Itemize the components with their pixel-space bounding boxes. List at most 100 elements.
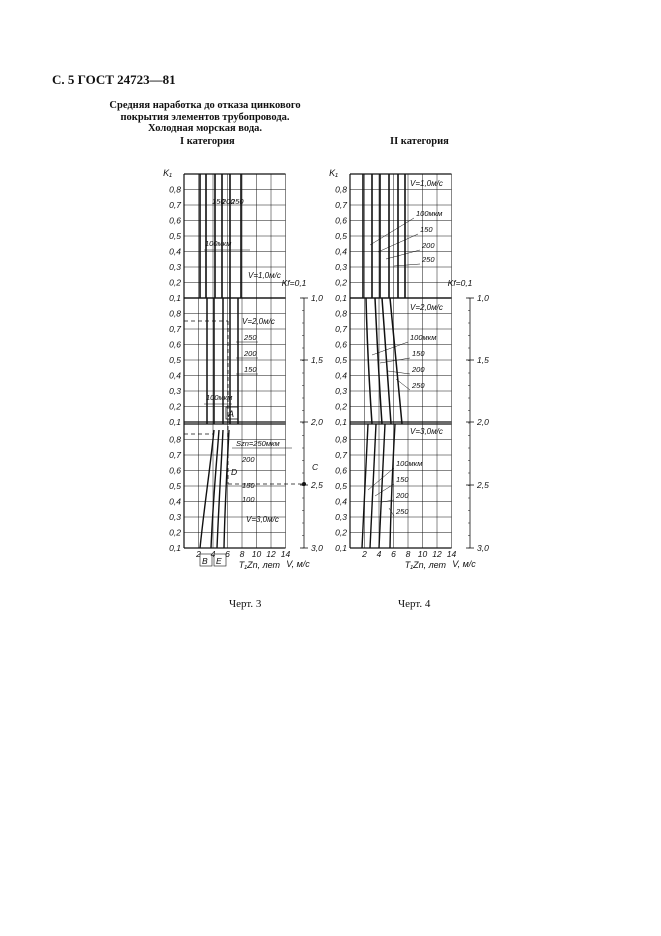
chart3-p2-curve-label: 150 (244, 365, 257, 374)
chart3-v-tick-label: 2,5 (310, 480, 323, 490)
chart4-k-tick-label: 0,5 (335, 355, 347, 365)
chart3-marker-e: E (216, 556, 222, 566)
chart4-p3-curve-label: 150 (396, 475, 409, 484)
chart4-k-tick-label: 0,1 (335, 293, 347, 303)
chart4-k-tick-label: 0,8 (335, 185, 347, 195)
chart4-v-tick-label: 3,0 (477, 543, 489, 553)
chart4-v-tick-label: 2,0 (476, 417, 489, 427)
chart3-p2-curve-label: 250 (243, 333, 257, 342)
chart3-k-tick-label: 0,5 (169, 231, 181, 241)
chart4-p2-label-leader (395, 378, 411, 391)
chart4-t-tick-label: 12 (432, 549, 442, 559)
chart4-k-tick-label: 0,8 (335, 309, 347, 319)
chart4-k-tick-label: 0,6 (335, 340, 347, 350)
chart3-k-tick-label: 0,1 (169, 543, 181, 553)
chart3-k-tick-label: 0,3 (169, 512, 181, 522)
chart4-t-tick-label: 8 (406, 549, 411, 559)
chart4-k-tick-label: 0,2 (335, 278, 347, 288)
chart4-k-tick-label: 0,8 (335, 435, 347, 445)
chart4-k-tick-label: 0,4 (335, 371, 347, 381)
chart4-k-tick-label: 0,1 (335, 417, 347, 427)
chart3-point-c (302, 482, 306, 486)
chart4-p1-curve-label: 200 (421, 241, 435, 250)
chart3-p1-curve-label: 250 (230, 197, 244, 206)
chart4-k-tick-label: 0,2 (335, 402, 347, 412)
chart3-k-tick-label: 0,6 (169, 216, 181, 226)
chart3-t-tick-label: 8 (240, 549, 245, 559)
chart3-k-tick-label: 0,6 (169, 340, 181, 350)
chart3-t-tick-label: 4 (211, 549, 216, 559)
chart4-v-axis-label: V, м/с (452, 559, 476, 569)
chart4-k-tick-label: 0,7 (335, 324, 347, 334)
chart3-v-tick-label: 1,5 (311, 355, 323, 365)
chart4-p1-curve-label: 150 (420, 225, 433, 234)
chart4-p1-label-leader (377, 233, 419, 253)
chart4-v-scale-title: Kf=0,1 (448, 278, 473, 288)
chart3-marker-a-box (225, 406, 239, 420)
chart3-t-tick-label: 6 (225, 549, 230, 559)
chart4-t-tick-label: 2 (361, 549, 367, 559)
chart4-p2-velocity: V=2,0м/с (410, 303, 443, 312)
chart3-t-tick-label: 2 (195, 549, 201, 559)
chart3-p3-curve-label: Szn=250мкм (236, 439, 280, 448)
chart4-t-tick-label: 10 (418, 549, 428, 559)
chart3-k-tick-label: 0,1 (169, 417, 181, 427)
chart4-k-tick-label: 0,6 (335, 216, 347, 226)
chart3-k-tick-label: 0,2 (169, 402, 181, 412)
chart3-k-tick-label: 0,8 (169, 435, 181, 445)
chart3-curve (216, 429, 224, 549)
chart4-curve (361, 423, 369, 549)
chart4-t-tick-label: 14 (447, 549, 457, 559)
caption-chart-4: Черт. 4 (398, 598, 431, 610)
chart3-k-tick-label: 0,7 (169, 324, 181, 334)
chart4-p2-curve-label: 200 (411, 365, 425, 374)
chart4-v-tick-label: 1,5 (477, 355, 489, 365)
title-line-3: Холодная морская вода. (147, 123, 263, 134)
chart4-curve (378, 423, 386, 549)
chart3-p1-curve-label: 200 (221, 197, 235, 206)
chart3-k-tick-label: 0,8 (169, 185, 181, 195)
chart3-k-tick-label: 0,4 (169, 371, 181, 381)
chart3-v-tick-label: 1,0 (311, 293, 323, 303)
chart3-marker-b: B (202, 556, 208, 566)
chart4-p2-curve-label: 250 (411, 381, 425, 390)
chart4-k-tick-label: 0,4 (335, 247, 347, 257)
chart3-p3-curve-label: 200 (241, 455, 255, 464)
chart3-k-tick-label: 0,7 (169, 200, 181, 210)
chart3-p3-curve-label: 150 (242, 481, 255, 490)
chart3-k-tick-label: 0,1 (169, 293, 181, 303)
chart3-curve (210, 429, 220, 549)
chart3-marker-c: C (312, 462, 319, 472)
chart3-k-tick-label: 0,8 (169, 309, 181, 319)
chart3-k-tick-label: 0,6 (169, 466, 181, 476)
chart3-v-tick-label: 2,0 (310, 417, 323, 427)
chart4-p2-label-leader (379, 357, 411, 364)
chart4-k-axis-label: K₁ (329, 168, 338, 178)
caption-chart-3: Черт. 3 (229, 598, 262, 610)
chart4-k-tick-label: 0,4 (335, 497, 347, 507)
chart3-k-axis-label: K₁ (163, 168, 172, 178)
chart4-v-tick-label: 2,5 (476, 480, 489, 490)
chart4-p3-curve-label: 250 (395, 507, 409, 516)
chart4-p3-curve-label: 200 (395, 491, 409, 500)
chart4-p3-label-leader (367, 467, 395, 491)
chart3-k-tick-label: 0,2 (169, 528, 181, 538)
chart3-marker-b-box (199, 553, 213, 567)
chart4-curve (389, 423, 396, 549)
chart4-p2-curve-label: 150 (412, 349, 425, 358)
chart4-k-tick-label: 0,2 (335, 528, 347, 538)
figure-title: Средняя наработка до отказа цинкового по… (100, 100, 310, 135)
chart4-p1-velocity: V=1,0м/с (410, 179, 443, 188)
chart4-t-tick-label: 6 (391, 549, 396, 559)
chart3-p2-curve-label: 200 (243, 349, 257, 358)
chart3-k-tick-label: 0,3 (169, 262, 181, 272)
chart4-k-tick-label: 0,5 (335, 231, 347, 241)
chart4-curve (374, 297, 383, 425)
chart4-k-tick-label: 0,7 (335, 200, 347, 210)
chart3-marker-d: D (231, 467, 237, 477)
chart3-k-tick-label: 0,5 (169, 481, 181, 491)
chart3-v-tick-label: 3,0 (311, 543, 323, 553)
chart4-curve (381, 297, 392, 425)
chart4-t-axis-label: T₁Zn, лет (405, 560, 447, 570)
